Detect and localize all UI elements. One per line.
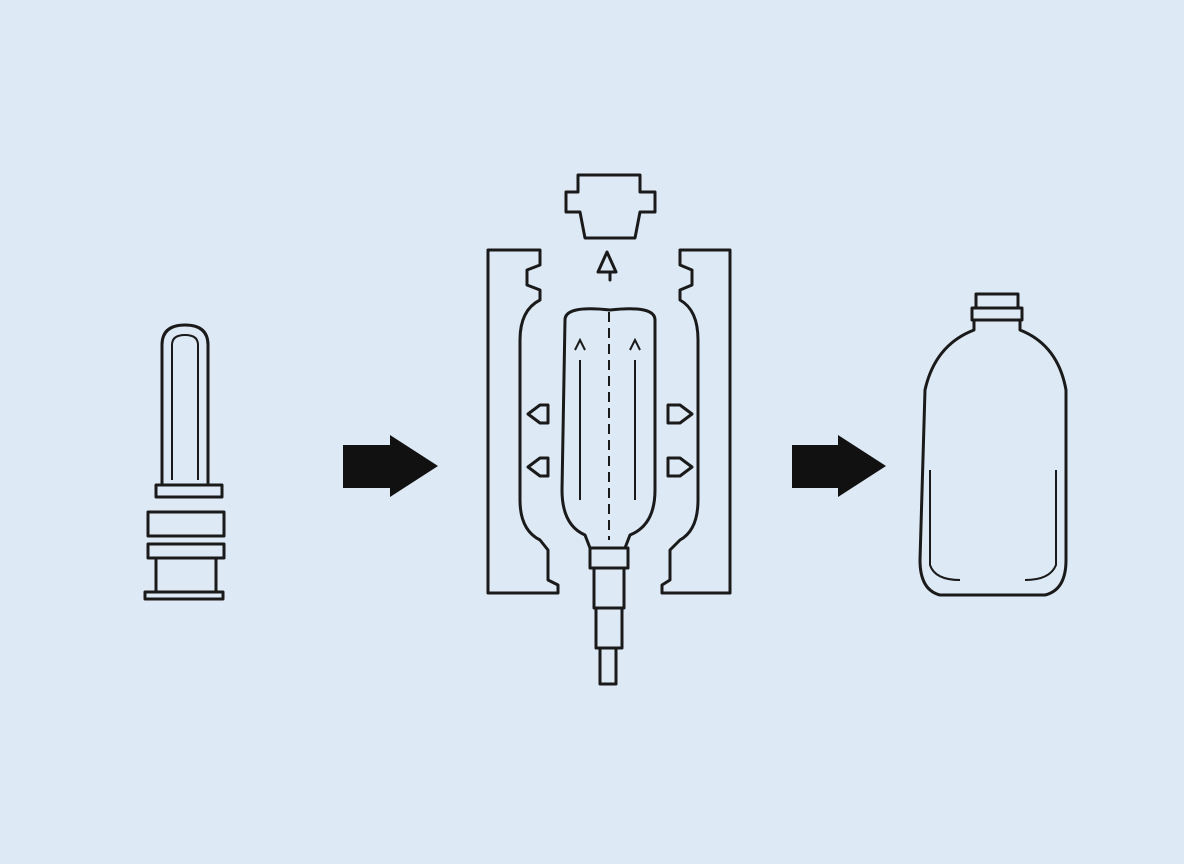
left-arrow-icon [526, 456, 550, 478]
right-arrow-icon [666, 456, 694, 478]
left-arrow-icon [526, 403, 550, 425]
blow-mold-icon [486, 173, 732, 686]
preform-icon [143, 323, 226, 601]
up-arrow-icon [596, 250, 618, 282]
bottle-icon [918, 292, 1068, 597]
process-arrow-icon [792, 435, 886, 497]
process-arrow-icon [343, 435, 438, 497]
right-arrow-icon [666, 403, 694, 425]
